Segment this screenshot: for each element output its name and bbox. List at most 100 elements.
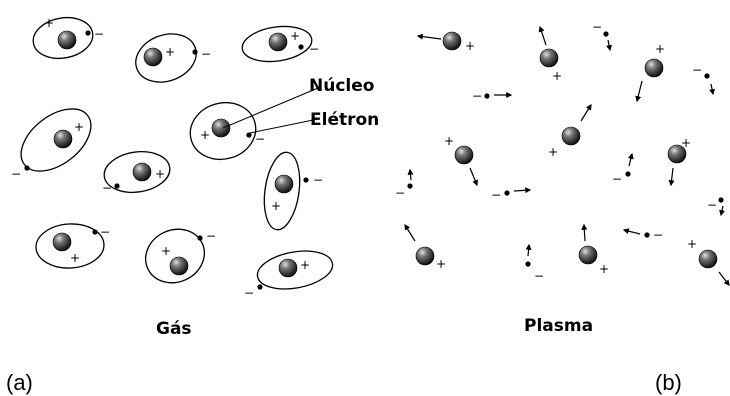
motion-arrow-icon xyxy=(709,83,716,96)
electron-icon xyxy=(603,31,609,37)
orbit-icon xyxy=(32,16,94,60)
electron-icon xyxy=(644,232,650,238)
positive-sign: + xyxy=(681,136,691,150)
motion-arrow-icon xyxy=(525,243,532,257)
positive-sign: + xyxy=(200,128,210,142)
positive-sign: + xyxy=(548,145,558,159)
nucleus-icon xyxy=(454,145,474,165)
positive-sign: + xyxy=(155,167,165,181)
plasma-electron: − xyxy=(622,228,663,242)
orbit-icon xyxy=(256,250,334,290)
negative-sign: − xyxy=(206,229,216,243)
negative-sign: − xyxy=(491,188,501,202)
electron-icon xyxy=(704,73,710,79)
nucleus-icon xyxy=(698,249,718,269)
negative-sign: − xyxy=(653,228,663,242)
motion-arrow-icon xyxy=(404,223,416,242)
positive-sign: + xyxy=(436,257,446,271)
motion-arrow-icon xyxy=(719,205,725,217)
gas-atom: +− xyxy=(244,250,334,300)
positive-sign: + xyxy=(161,244,171,258)
positive-sign: + xyxy=(655,42,665,56)
nucleus-icon xyxy=(561,126,581,146)
plasma-ion: + xyxy=(444,134,478,187)
plasma-electron: − xyxy=(395,168,414,200)
electron-icon xyxy=(114,183,120,189)
plasma-ion: + xyxy=(635,42,665,103)
plasma-electron: − xyxy=(692,63,716,96)
nucleus-icon xyxy=(667,144,687,164)
positive-sign: + xyxy=(300,258,310,272)
electron-icon xyxy=(484,93,490,99)
plasma-electron: − xyxy=(592,20,613,52)
gas-atom: +− xyxy=(11,108,92,181)
positive-sign: + xyxy=(552,69,562,83)
electron-icon xyxy=(525,261,531,267)
orbit-icon xyxy=(35,223,105,269)
positive-sign: + xyxy=(599,262,609,276)
plasma-electron: − xyxy=(525,243,544,283)
nucleus-icon xyxy=(278,258,298,278)
plasma-electron: − xyxy=(612,152,634,186)
motion-arrow-icon xyxy=(538,25,547,46)
nucleus-icon xyxy=(211,118,231,138)
orbit-icon xyxy=(189,101,257,161)
negative-sign: − xyxy=(201,47,211,61)
electron-icon xyxy=(92,229,98,235)
electron-icon xyxy=(625,171,631,177)
plasma-label: Plasma xyxy=(524,316,593,336)
electron-label: Elétron xyxy=(310,110,379,130)
negative-sign: − xyxy=(255,132,265,146)
panel-b-label: (b) xyxy=(655,370,682,395)
negative-sign: − xyxy=(612,172,622,186)
negative-sign: − xyxy=(692,63,702,77)
orbit-icon xyxy=(20,108,92,172)
plasma-ion: + xyxy=(404,223,446,271)
positive-sign: + xyxy=(74,120,84,134)
nucleus-icon xyxy=(57,30,77,50)
positive-sign: + xyxy=(290,29,300,43)
electron-icon xyxy=(303,177,309,183)
electron-icon xyxy=(504,190,510,196)
motion-arrow-icon xyxy=(416,33,442,40)
orbit-icon xyxy=(241,25,313,63)
plasma-ion: + xyxy=(687,237,730,286)
plasma-ion: + xyxy=(667,136,691,187)
gas-atom: +− xyxy=(145,228,216,284)
plasma-ion: + xyxy=(538,25,562,83)
negative-sign: − xyxy=(707,198,717,212)
nucleus-icon xyxy=(539,48,559,68)
gas-panel: +−+−+−+−+−+−+−+−+−+− xyxy=(11,16,334,300)
negative-sign: − xyxy=(472,89,482,103)
negative-sign: − xyxy=(534,269,544,283)
electron-icon xyxy=(257,284,263,290)
electron-icon xyxy=(192,49,198,55)
motion-arrow-icon xyxy=(718,271,730,286)
orbit-icon xyxy=(135,33,197,83)
gas-atom: +− xyxy=(35,223,110,269)
motion-arrow-icon xyxy=(627,152,634,167)
motion-arrow-icon xyxy=(469,167,478,187)
positive-sign: + xyxy=(70,251,80,265)
gas-atom: +− xyxy=(32,16,104,60)
negative-sign: − xyxy=(11,167,21,181)
nucleus-icon xyxy=(274,174,294,194)
electron-icon xyxy=(24,165,30,171)
negative-sign: − xyxy=(309,42,319,56)
nucleus-icon xyxy=(143,47,163,67)
motion-arrow-icon xyxy=(668,167,675,187)
orbit-icon xyxy=(145,228,205,284)
nucleus-callout-line xyxy=(222,87,319,129)
electron-icon xyxy=(246,132,252,138)
nucleus-icon xyxy=(442,31,462,51)
positive-sign: + xyxy=(444,134,454,148)
plasma-electron: − xyxy=(491,187,532,202)
gas-label: Gás xyxy=(156,319,192,339)
orbit-icon xyxy=(263,151,301,231)
plasma-ion: + xyxy=(548,103,592,159)
gas-atom: +− xyxy=(241,25,319,63)
electron-icon xyxy=(298,44,304,50)
motion-arrow-icon xyxy=(581,223,588,242)
gas-atom: +− xyxy=(135,33,211,83)
